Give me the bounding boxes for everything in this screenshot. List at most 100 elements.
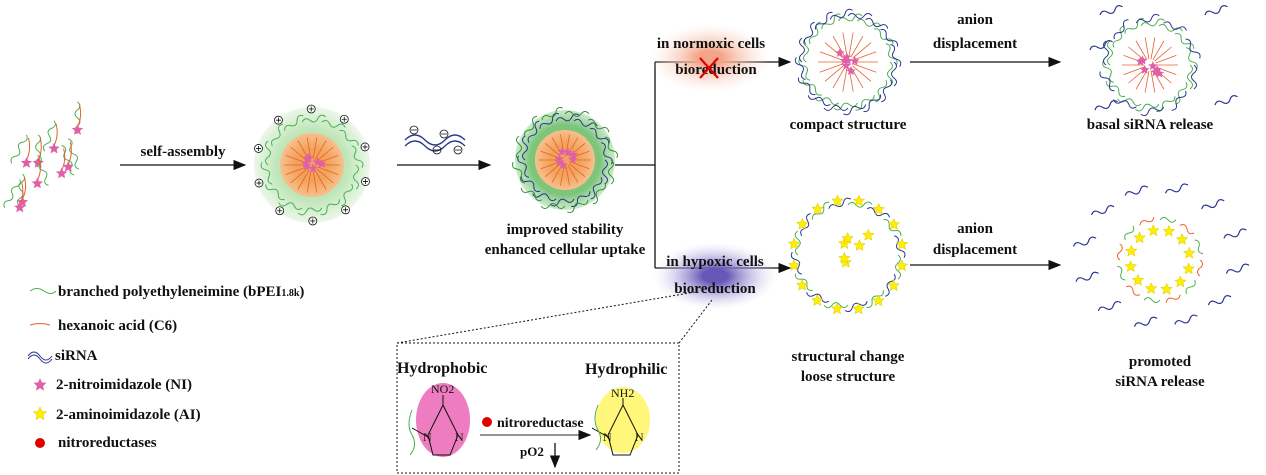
c6-chain — [819, 63, 843, 73]
chain — [866, 207, 891, 218]
ai-star-icon — [887, 279, 900, 292]
chain — [812, 201, 830, 220]
ai-star-icon — [852, 302, 865, 315]
ni-star-icon — [846, 66, 856, 76]
sirna-icon — [404, 125, 466, 155]
plus-icon — [256, 145, 262, 151]
hypoxic-glow — [653, 242, 777, 310]
label-hydrophilic: Hydrophilic — [585, 361, 667, 378]
pei-chain — [512, 162, 526, 184]
ni-star-icon — [843, 55, 853, 65]
legend-sirna: siRNA — [55, 348, 98, 364]
pei-chain — [855, 94, 875, 111]
pei-chain — [821, 13, 841, 30]
c6-chain — [67, 141, 72, 165]
label-basal-release: basal siRNA release — [1087, 117, 1214, 133]
ai-star-icon — [887, 217, 901, 231]
ni-star-icon — [301, 160, 312, 170]
sirna-strand — [1089, 40, 1113, 51]
c6-chain — [853, 63, 877, 73]
ai-star-icon — [895, 237, 909, 250]
ai-star-icon — [810, 293, 824, 307]
pei-chain — [875, 80, 888, 103]
label-anion-bottom: anion — [957, 221, 994, 237]
pei-chain — [68, 138, 80, 170]
c6-chain — [832, 35, 846, 58]
ai-star-icon — [1160, 282, 1174, 295]
c6-chain — [540, 150, 560, 159]
sirna-strand — [539, 113, 559, 129]
sirna-strand — [865, 17, 889, 29]
pei-chain — [803, 37, 809, 63]
ni-star-icon — [317, 158, 327, 168]
label-enhanced-uptake: enhanced cellular uptake — [485, 242, 646, 258]
c6-chain — [26, 137, 31, 161]
c6-chain — [36, 158, 41, 181]
sirna-strand — [1097, 300, 1122, 312]
sirna-strand — [532, 193, 557, 202]
c6-chain — [1135, 69, 1148, 90]
sirna-strand — [794, 57, 806, 81]
label-displacement-bottom: displacement — [933, 242, 1017, 258]
ai-star-icon — [852, 194, 866, 207]
chain — [1117, 265, 1126, 281]
label-normoxic-bioreduction: bioreduction — [675, 62, 757, 78]
c6-chain — [842, 67, 848, 92]
legend-ni: 2-nitroimidazole (NI) — [56, 377, 192, 393]
pei-chain — [42, 120, 56, 152]
pei-chain — [564, 111, 590, 117]
atom-n: N — [635, 430, 644, 444]
chain — [1125, 285, 1141, 296]
pei-chain — [339, 129, 359, 146]
chain — [844, 301, 868, 313]
legend-ni-star-icon — [33, 378, 47, 391]
pei-chain — [541, 107, 563, 121]
c6-chain — [316, 168, 334, 184]
ni-star-icon — [20, 157, 33, 168]
chain — [895, 254, 901, 280]
enzyme-dot-icon — [482, 417, 492, 427]
pei-chain — [265, 140, 271, 166]
pei-chain — [520, 187, 543, 201]
sirna-strand — [797, 77, 816, 96]
chain — [1185, 279, 1196, 295]
ai-star-icon — [841, 231, 855, 244]
sirna-strand — [517, 155, 530, 178]
pei-chain — [1140, 18, 1165, 27]
c6-chain — [852, 42, 872, 59]
sirna-loaded-nanoparticle — [512, 107, 618, 213]
pei-chain — [265, 184, 285, 201]
c6-chain — [1154, 46, 1172, 62]
ai-star-icon — [895, 259, 909, 272]
ni-star-icon — [62, 160, 74, 172]
chain — [866, 290, 884, 308]
ai-star-icon — [787, 237, 801, 250]
ai-star-icon — [1162, 224, 1176, 237]
sirna-strand — [814, 11, 833, 30]
ni-star-icon — [48, 142, 60, 154]
ni-star-icon — [841, 60, 851, 70]
atom-n: N — [423, 430, 432, 444]
c6-chain — [312, 137, 318, 160]
pei-chain — [260, 162, 273, 185]
pei-chain — [341, 183, 353, 207]
c6-chain — [1150, 37, 1156, 60]
c6-chain — [1144, 70, 1150, 93]
c6-chain — [306, 170, 312, 193]
ni-star-icon — [303, 153, 314, 163]
ai-star-icon — [32, 406, 48, 421]
label-self-assembly: self-assembly — [141, 144, 226, 160]
pei-chain — [1105, 81, 1126, 98]
pei-chain — [524, 115, 538, 138]
nh2-group: NH2 — [611, 386, 634, 400]
chain — [794, 273, 813, 291]
c6-chain — [53, 123, 58, 146]
sirna-strand — [1113, 19, 1129, 40]
ni-star-icon — [33, 378, 47, 391]
sirna-strand — [1164, 183, 1189, 194]
pei-chain — [885, 43, 898, 66]
plus-icon — [308, 106, 314, 112]
c6-chain — [544, 142, 561, 157]
pei-chain — [1135, 103, 1160, 112]
c6-chain — [22, 176, 27, 200]
